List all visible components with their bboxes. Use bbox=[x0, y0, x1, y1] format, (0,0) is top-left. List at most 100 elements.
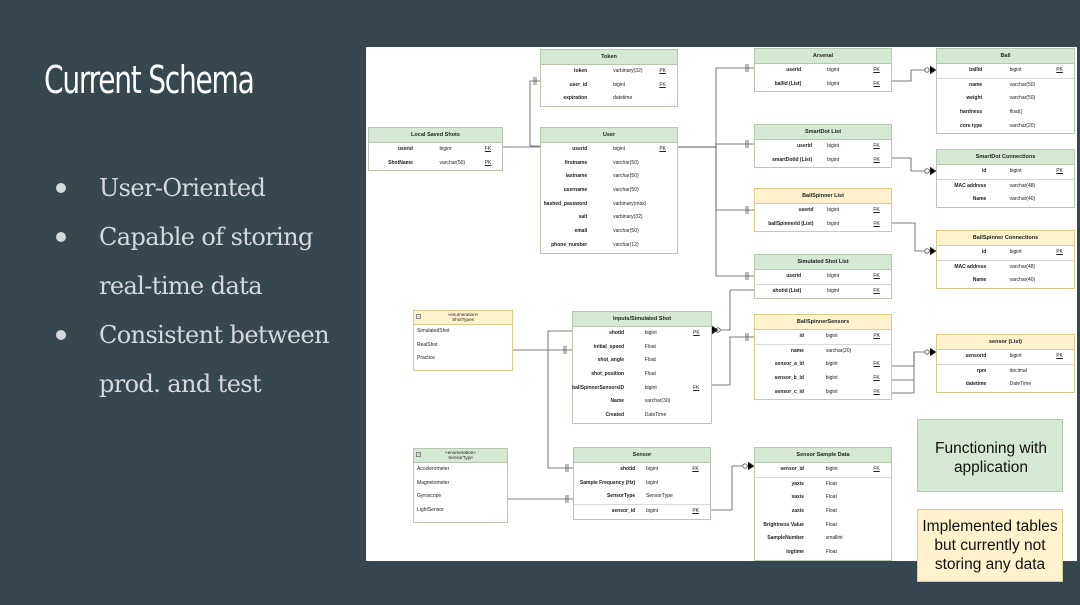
rel-user-smartdot bbox=[678, 143, 754, 148]
column-type: bigint bbox=[644, 330, 657, 336]
table-title: Local Saved Shots bbox=[369, 128, 502, 143]
column-name: userid bbox=[786, 67, 802, 73]
column-key: PK bbox=[692, 508, 699, 515]
column-type: varchar(40) bbox=[1009, 196, 1036, 203]
column-type: bigint bbox=[1009, 67, 1022, 73]
column-name: sensor_a_id bbox=[774, 361, 804, 368]
column-type: bigint bbox=[827, 143, 840, 149]
column-name: id bbox=[981, 168, 987, 174]
column-type: bigint bbox=[825, 333, 838, 339]
column-type: varbinary(32) bbox=[613, 214, 643, 221]
column-name: yaxis bbox=[791, 480, 804, 487]
rel-bssensors-sensorlist-c bbox=[892, 352, 915, 394]
column-name: hashed_password bbox=[543, 200, 588, 207]
column-name: rpm bbox=[976, 367, 987, 374]
column-name: shot_angle bbox=[597, 357, 625, 364]
column-key: FK bbox=[873, 273, 880, 279]
column-type: bigint bbox=[825, 375, 838, 382]
column-name: userid bbox=[572, 146, 588, 152]
column-key: PK bbox=[1056, 67, 1063, 73]
column-type: varchar(50) bbox=[613, 228, 639, 235]
column-type: bigint bbox=[827, 220, 840, 227]
column-key: PK bbox=[693, 330, 700, 336]
bullet-item: Consistent between prod. and test bbox=[56, 311, 356, 409]
column-type: Float bbox=[644, 343, 656, 350]
column-key: FK bbox=[692, 466, 699, 472]
table-row: initial_speed Float bbox=[573, 341, 711, 355]
column-type: bigint bbox=[825, 388, 838, 395]
column-type: DateTime bbox=[1009, 381, 1032, 388]
column-type: varbinary(max) bbox=[613, 200, 647, 207]
enum-value: RealShot bbox=[417, 341, 438, 348]
table-row: Created DateTime bbox=[573, 409, 711, 423]
column-name: name bbox=[790, 347, 804, 354]
column-type: varchar(48) bbox=[1009, 182, 1036, 189]
column-type: DateTime bbox=[644, 412, 667, 419]
column-key: FK bbox=[693, 384, 700, 391]
table-title: Token bbox=[541, 50, 677, 65]
column-name: Name bbox=[972, 277, 987, 284]
rel-inputs-sensor bbox=[547, 330, 573, 469]
enum-padding bbox=[414, 366, 512, 370]
column-type: bigint bbox=[646, 466, 659, 472]
column-type: Float bbox=[825, 549, 837, 556]
column-name: id bbox=[981, 249, 987, 255]
column-name: zaxis bbox=[791, 508, 804, 515]
column-name: lastname bbox=[565, 173, 588, 180]
column-type: bigint bbox=[1009, 353, 1022, 359]
column-name: userid bbox=[397, 146, 413, 152]
column-key: FK bbox=[873, 207, 880, 213]
enum-value: Gyroscope bbox=[417, 493, 442, 500]
table-title: sensor (List) bbox=[937, 335, 1074, 350]
column-type: Float bbox=[825, 521, 837, 528]
legend-functioning: Functioning with application bbox=[917, 419, 1063, 492]
bullet-dot-icon bbox=[56, 232, 66, 242]
column-type: varchar(50) bbox=[1009, 95, 1036, 102]
column-name: ballid bbox=[969, 67, 983, 73]
enum-value: LightSensor bbox=[417, 507, 444, 514]
slide-title: Current Schema bbox=[44, 58, 255, 102]
column-name: MAC address bbox=[954, 263, 987, 270]
column-type: varchar(50) bbox=[613, 187, 639, 194]
column-name: weight bbox=[966, 95, 983, 102]
column-name: user_id bbox=[569, 81, 588, 88]
column-type: varchar(12) bbox=[613, 241, 639, 248]
table-row: hashed_password varbinary(max) bbox=[541, 198, 677, 212]
enum-header: −«enumeration»ShotTypes bbox=[414, 311, 512, 325]
column-type: datetime bbox=[613, 95, 633, 102]
column-type: varchar(50) bbox=[613, 173, 639, 180]
rel-arsenal-ball bbox=[892, 69, 936, 82]
column-key: PK bbox=[1056, 249, 1063, 255]
rel-sensor-sampledata bbox=[711, 465, 754, 511]
column-type: bigint bbox=[825, 361, 838, 368]
column-name: initial_speed bbox=[593, 343, 625, 350]
rel-user-token bbox=[529, 80, 541, 147]
column-key: FK bbox=[659, 81, 666, 88]
column-name: Created bbox=[605, 412, 625, 419]
rel-user-simulatedshots bbox=[678, 146, 754, 277]
table-row: Sample Frequency (Hz)bigint bbox=[574, 477, 710, 491]
column-type: bigint bbox=[613, 81, 626, 88]
